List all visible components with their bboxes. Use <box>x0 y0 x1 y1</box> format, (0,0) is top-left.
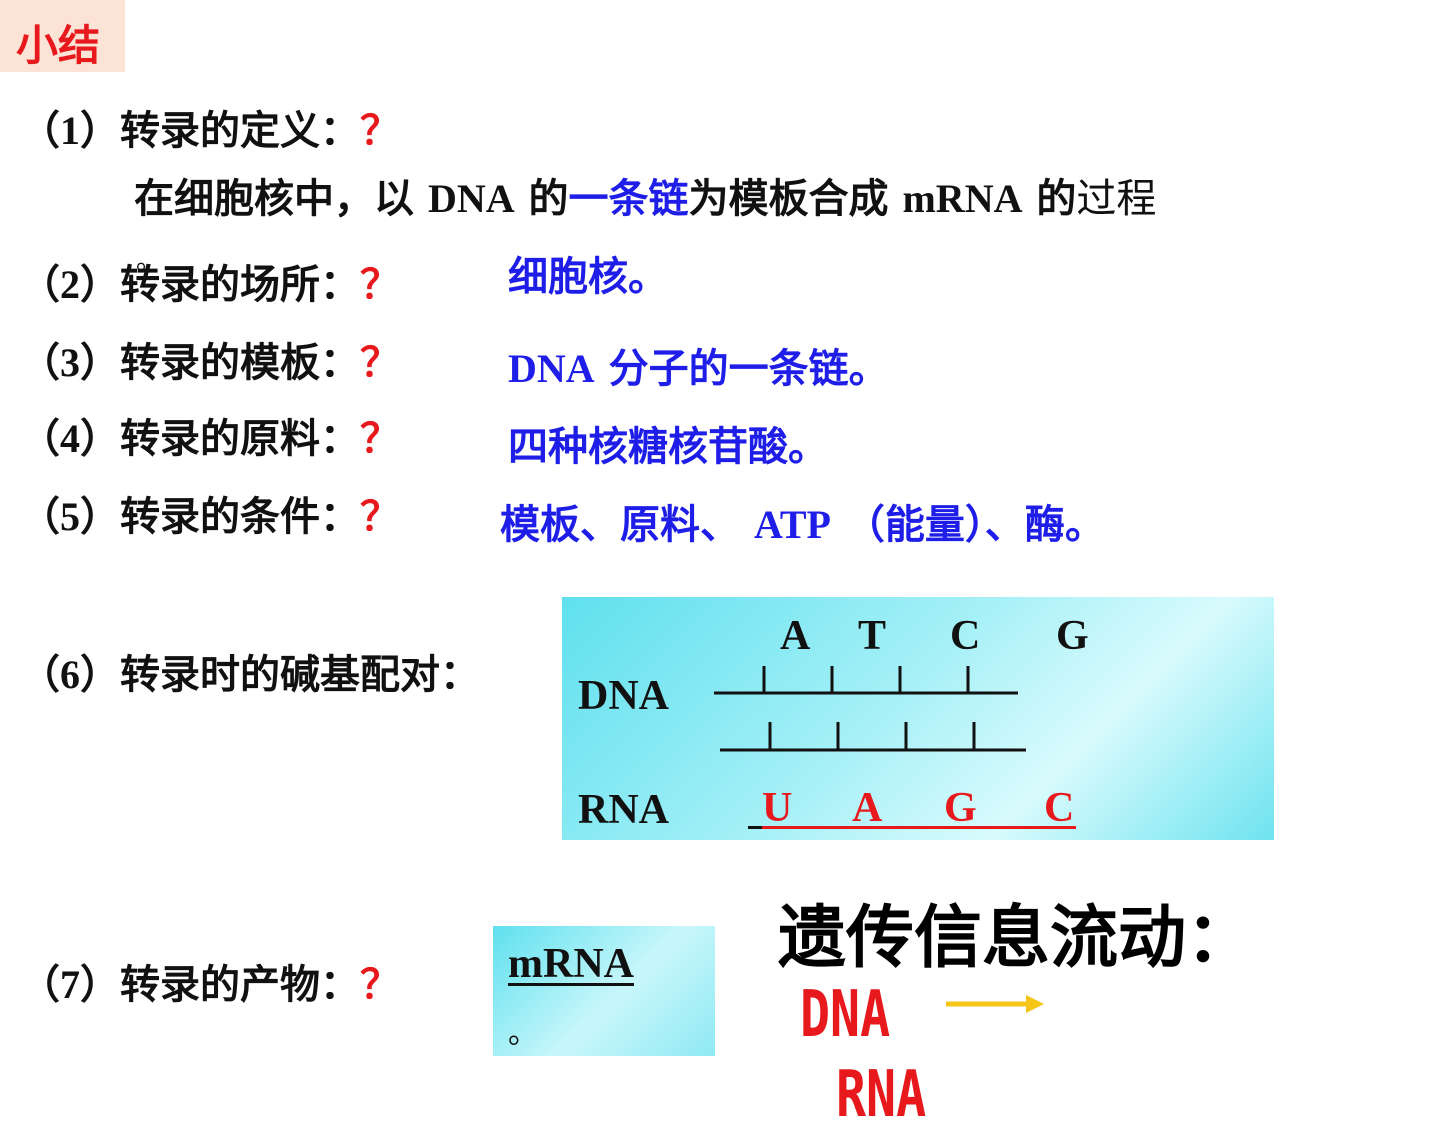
question-mark: ？ <box>360 962 400 1008</box>
answer-site: 细胞核。 <box>508 254 668 300</box>
close-paren: ） <box>80 262 120 308</box>
open-paren: （ <box>20 494 60 540</box>
answer-template-dna: DNA <box>508 346 595 391</box>
product-suffix: 。 <box>508 1016 538 1051</box>
open-paren: （ <box>20 962 60 1008</box>
answer-conditions-a: 模板、原料、 <box>500 502 754 548</box>
dna-base: G <box>1056 613 1089 659</box>
open-paren: （ <box>20 416 60 462</box>
item-text: 转录的定义： <box>120 108 360 154</box>
open-paren: （ <box>20 108 60 154</box>
dna-label: DNA <box>578 673 669 719</box>
open-paren: （ <box>20 652 60 698</box>
item-number: 5 <box>60 494 80 539</box>
answer-conditions: 模板、原料、 ATP （能量）、酶。 <box>500 492 1105 550</box>
open-paren: （ <box>20 340 60 386</box>
rna-label: RNA <box>578 787 669 833</box>
item-text: 转录的模板： <box>120 340 360 386</box>
flow-arrow-icon <box>946 995 1044 1013</box>
item-2-label: （2）转录的场所：？ <box>20 252 400 310</box>
dna-base: C <box>950 613 981 659</box>
open-paren: （ <box>20 262 60 308</box>
item-text: 转录的条件： <box>120 494 360 540</box>
dna-base: A <box>780 613 811 659</box>
dna-base: T <box>858 613 887 659</box>
rna-strand-line <box>762 826 1076 829</box>
item-number: 7 <box>60 962 80 1007</box>
title-badge <box>0 0 125 72</box>
base-pairing-panel <box>562 597 1274 840</box>
item-6-label: （6）转录时的碱基配对： <box>20 642 480 700</box>
item-5-label: （5）转录的条件：？ <box>20 484 400 542</box>
rna-base: G <box>944 785 977 831</box>
question-mark: ？ <box>360 340 400 386</box>
question-mark: ？ <box>360 416 400 462</box>
definition-part: 在细胞核中，以 <box>134 176 428 222</box>
definition-tail: 过程 <box>1076 176 1157 222</box>
close-paren: ） <box>80 652 120 698</box>
item-number: 3 <box>60 340 80 385</box>
flow-title: 遗传信息流动： <box>778 899 1255 978</box>
dna-template-strand <box>714 666 1018 695</box>
item-4-label: （4）转录的原料：？ <box>20 406 400 464</box>
definition-highlight: 一条链 <box>568 176 689 222</box>
close-paren: ） <box>80 962 120 1008</box>
item-number: 2 <box>60 262 80 307</box>
question-mark: ？ <box>360 262 400 308</box>
flow-source: DNA <box>800 978 891 1052</box>
definition-mrna: mRNA <box>902 176 1023 221</box>
rna-base: U <box>762 785 793 831</box>
answer-materials: 四种核糖核苷酸。 <box>508 424 828 470</box>
definition-dna: DNA <box>427 176 515 221</box>
rna-base: C <box>1044 785 1075 831</box>
slide-title: 小结 <box>16 21 101 70</box>
close-paren: ） <box>80 108 120 154</box>
stray-mark: 。 <box>136 246 163 276</box>
rna-base: A <box>852 785 883 831</box>
answer-conditions-b: （能量）、酶。 <box>830 502 1105 548</box>
close-paren: ） <box>80 416 120 462</box>
answer-template-text: 分子的一条链。 <box>594 346 889 392</box>
answer-conditions-atp: ATP <box>753 502 831 547</box>
definition-part: 的 <box>514 176 569 222</box>
item-text: 转录的原料： <box>120 416 360 462</box>
item-text: 转录的产物： <box>120 962 360 1008</box>
item-number: 6 <box>60 652 80 697</box>
strand-diagram <box>714 666 1026 752</box>
answer-template: DNA 分子的一条链。 <box>508 336 889 394</box>
product-box <box>493 926 715 1056</box>
rna-strand-start <box>748 826 762 829</box>
definition-text: 在细胞核中，以 DNA 的一条链为模板合成 mRNA 的过程 <box>134 166 1156 224</box>
definition-part: 为模板合成 <box>688 176 903 222</box>
item-text: 转录时的碱基配对： <box>120 652 480 698</box>
item-7-label: （7）转录的产物：？ <box>20 952 400 1010</box>
product-value: mRNA <box>508 941 634 987</box>
dna-coding-strand <box>720 722 1026 752</box>
close-paren: ） <box>80 340 120 386</box>
flow-target: RNA <box>836 1058 927 1132</box>
item-3-label: （3）转录的模板：？ <box>20 330 400 388</box>
definition-part: 的 <box>1022 176 1077 222</box>
item-number: 1 <box>60 108 80 153</box>
item-1-label: （1）转录的定义：？ <box>20 98 400 156</box>
close-paren: ） <box>80 494 120 540</box>
item-number: 4 <box>60 416 80 461</box>
question-mark: ？ <box>360 494 400 540</box>
item-text: 转录的场所： <box>120 262 360 308</box>
question-mark: ？ <box>360 108 400 154</box>
